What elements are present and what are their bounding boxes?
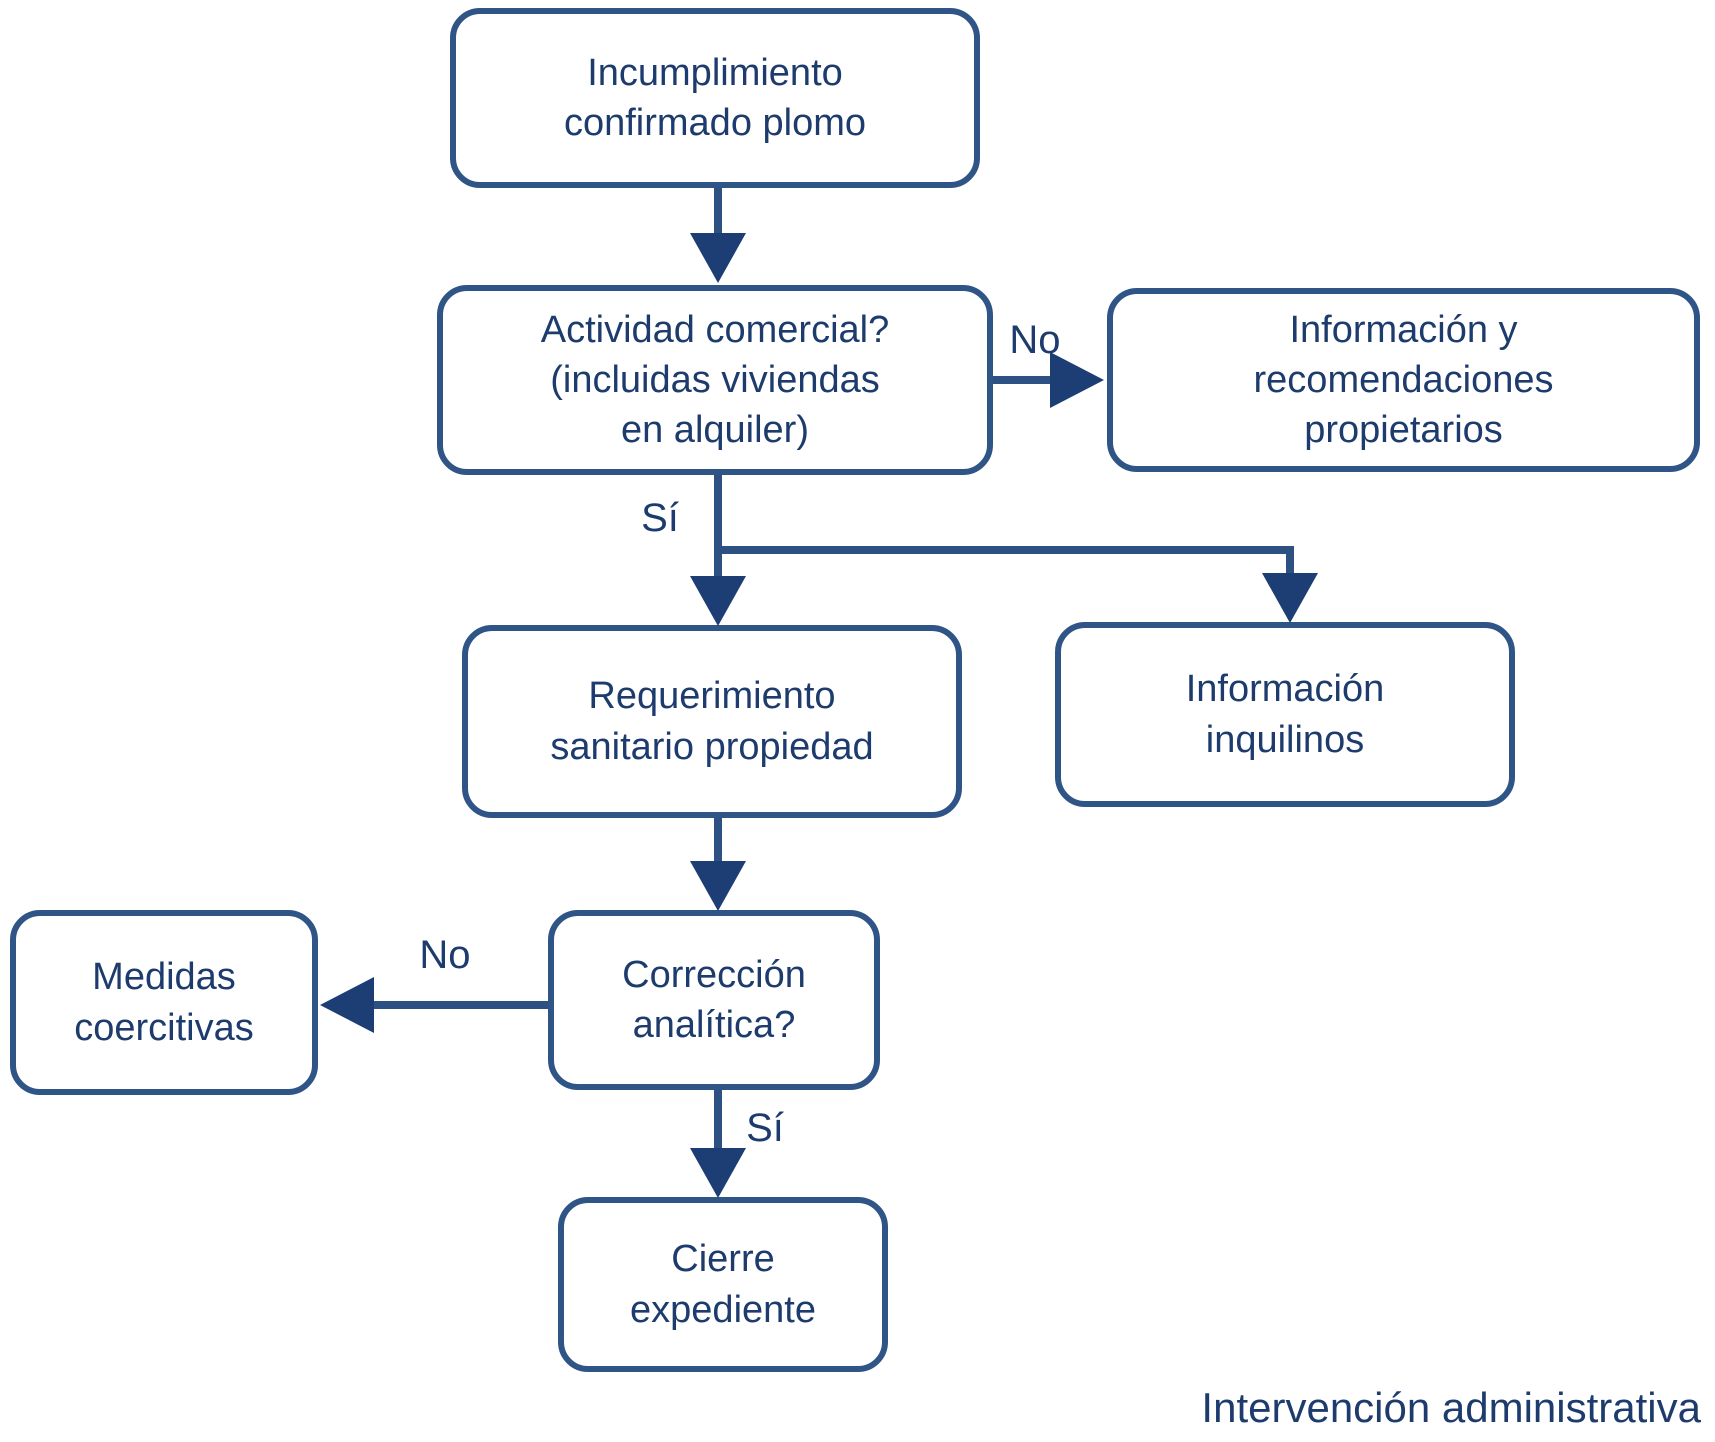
arrow-down-icon [690, 576, 746, 626]
edge-si-branch-horizontal-line [714, 546, 1294, 554]
node-actividad-comercial: Actividad comercial? (incluidas vivienda… [437, 285, 993, 475]
node-informacion-inquilinos: Información inquilinos [1055, 622, 1515, 807]
node-incumplimiento-confirmado-plomo: Incumplimiento confirmado plomo [450, 8, 980, 188]
node-informacion-recomendaciones-propietarios: Información y recomendaciones propietari… [1107, 288, 1700, 472]
edge-label-si-top: Sí [641, 496, 679, 540]
edge-correccion-si-line [714, 1090, 722, 1150]
node-actividad-label: Actividad comercial? (incluidas vivienda… [540, 308, 890, 452]
edge-label-no-top: No [1009, 318, 1061, 362]
node-cierre-label: Cierre expediente [630, 1238, 816, 1331]
node-info-propietarios-label: Información y recomendaciones propietari… [1253, 308, 1554, 452]
node-correccion-label: Corrección analítica? [622, 953, 806, 1046]
edge-si-branch-vertical-line [1286, 546, 1294, 576]
arrow-left-icon [320, 977, 374, 1033]
arrow-right-icon [1050, 352, 1104, 408]
node-correccion-analitica: Corrección analítica? [548, 910, 880, 1090]
node-medidas-label: Medidas coercitivas [74, 956, 254, 1049]
edge-correccion-no-line [372, 1001, 548, 1009]
arrow-down-icon [690, 861, 746, 911]
edge-actividad-no-line [993, 376, 1053, 384]
edge-label-si-bottom: Sí [746, 1106, 784, 1150]
node-medidas-coercitivas: Medidas coercitivas [10, 910, 318, 1095]
diagram-caption: Intervención administrativa [1201, 1384, 1701, 1431]
node-info-inquilinos-label: Información inquilinos [1185, 668, 1385, 761]
edge-requerimiento-correccion-line [714, 818, 722, 864]
edge-incumplimiento-actividad-line [714, 188, 722, 238]
edge-actividad-si-line [714, 475, 722, 578]
node-requerimiento-label: Requerimiento sanitario propiedad [550, 675, 874, 768]
node-incumplimiento-label: Incumplimiento confirmado plomo [563, 51, 867, 144]
arrow-down-icon [690, 1148, 746, 1198]
arrow-down-icon [690, 233, 746, 283]
node-requerimiento-sanitario-propiedad: Requerimiento sanitario propiedad [462, 625, 962, 818]
node-cierre-expediente: Cierre expediente [558, 1197, 888, 1372]
edge-label-no-bottom: No [419, 933, 471, 977]
arrow-down-icon [1262, 573, 1318, 623]
